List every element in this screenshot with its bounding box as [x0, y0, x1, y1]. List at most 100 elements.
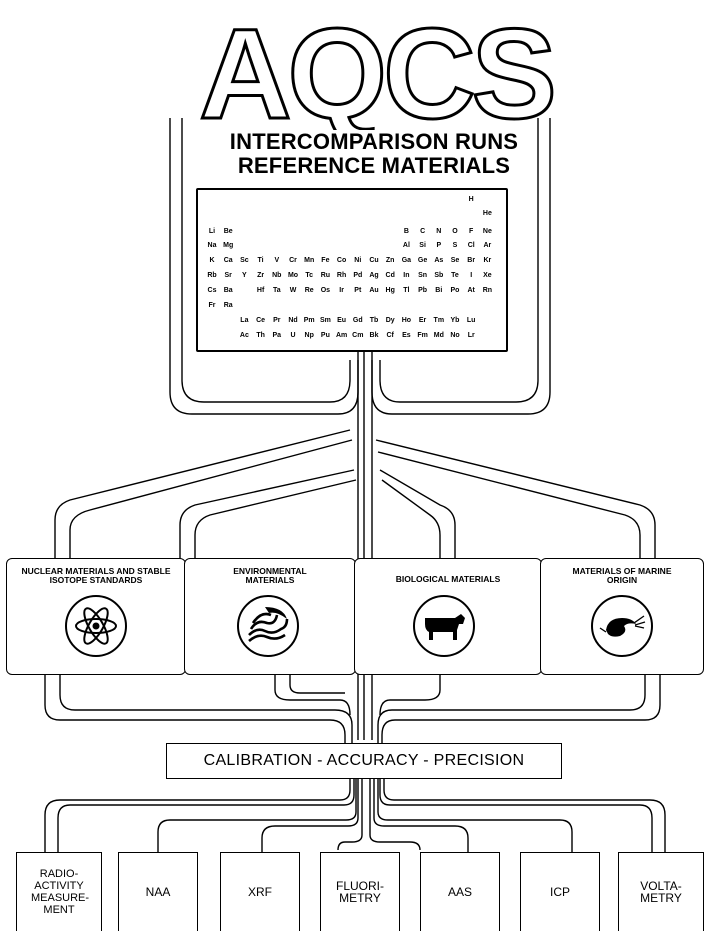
element-symbol: Hf	[256, 287, 265, 294]
element-symbol: Eu	[337, 317, 347, 324]
calibration-bar: CALIBRATION - ACCURACY - PRECISION	[166, 743, 562, 779]
method-naa: NAA	[118, 852, 198, 931]
element-symbol: He	[482, 210, 492, 217]
category-nuclear-label: NUCLEAR MATERIALS AND STABLE ISOTOPE STA…	[21, 566, 171, 585]
heading-line-1: INTERCOMPARISON RUNS	[229, 129, 519, 154]
element-symbol: Pu	[320, 332, 330, 339]
element-symbol: Ce	[256, 317, 266, 324]
element-symbol: N	[436, 228, 442, 235]
element-symbol: Ta	[272, 287, 281, 294]
element-symbol: Yb	[450, 317, 460, 324]
atom-icon	[65, 595, 127, 657]
element-symbol: Tb	[369, 317, 379, 324]
element-symbol: Li	[208, 228, 216, 235]
element-symbol: Dy	[385, 317, 395, 324]
category-biological: BIOLOGICAL MATERIALS	[354, 558, 542, 675]
method-radioactivity: RADIO-ACTIVITY MEASURE-MENT	[16, 852, 102, 931]
element-symbol: Md	[433, 332, 444, 339]
element-symbol: Bk	[369, 332, 379, 339]
element-symbol: W	[289, 287, 297, 294]
element-symbol: Fe	[321, 257, 330, 264]
element-symbol: La	[240, 317, 249, 324]
method-voltametry-label: VOLTA-METRY	[640, 879, 682, 905]
element-symbol: Si	[419, 242, 426, 249]
element-symbol: Mg	[223, 242, 234, 249]
element-symbol: Ga	[401, 257, 412, 264]
element-symbol: Ca	[223, 257, 233, 264]
cow-icon	[413, 595, 475, 657]
aqcs-logo-graphic: AQCS	[198, 2, 559, 148]
element-symbol: Fr	[208, 302, 216, 309]
element-symbol: Os	[320, 287, 331, 294]
element-symbol: Cf	[386, 332, 394, 339]
element-symbol: Ra	[223, 302, 233, 309]
element-symbol: Gd	[352, 317, 363, 324]
element-symbol: Er	[418, 317, 427, 324]
page-heading: INTERCOMPARISON RUNS REFERENCE MATERIALS	[196, 130, 552, 178]
element-symbol: Br	[467, 257, 476, 264]
method-xrf-label: XRF	[248, 885, 272, 899]
element-symbol: Cm	[352, 332, 364, 339]
element-symbol: Nb	[272, 272, 282, 279]
element-symbol: P	[436, 242, 442, 249]
method-icp: ICP	[520, 852, 600, 931]
element-symbol: Co	[336, 257, 347, 264]
element-symbol: C	[420, 228, 426, 235]
element-symbol: Se	[450, 257, 460, 264]
category-marine: MATERIALS OF MARINE ORIGIN	[540, 558, 704, 675]
element-symbol: K	[209, 257, 215, 264]
method-radioactivity-label: RADIO-ACTIVITY MEASURE-MENT	[31, 868, 90, 916]
element-symbol: In	[403, 272, 410, 279]
element-symbol: Sb	[434, 272, 444, 279]
element-symbol: Am	[335, 332, 348, 339]
element-symbol: Ba	[223, 287, 233, 294]
element-symbol: Fm	[417, 332, 428, 339]
method-voltametry: VOLTA-METRY	[618, 852, 704, 931]
element-symbol: Re	[304, 287, 314, 294]
element-symbol: Rb	[207, 272, 217, 279]
element-symbol: Bi	[435, 287, 443, 294]
element-symbol: H	[468, 196, 474, 203]
method-aas-label: AAS	[447, 885, 472, 899]
method-aas: AAS	[420, 852, 500, 931]
shrimp-icon	[591, 595, 653, 657]
element-symbol: Al	[402, 242, 410, 249]
element-symbol: Cl	[467, 242, 475, 249]
element-symbol: Ni	[354, 257, 362, 264]
element-symbol: As	[434, 257, 444, 264]
category-environmental-label: ENVIRONMENTAL MATERIALS	[233, 566, 307, 585]
element-symbol: Zn	[385, 257, 395, 264]
element-symbol: Rh	[336, 272, 347, 279]
element-symbol: Ne	[482, 228, 492, 235]
element-symbol: Cd	[385, 272, 395, 279]
element-symbol: Na	[207, 242, 217, 249]
element-symbol: Mo	[287, 272, 299, 279]
element-symbol: Cr	[289, 257, 297, 264]
method-fluorimetry: FLUORI-METRY	[320, 852, 400, 931]
method-xrf: XRF	[220, 852, 300, 931]
element-symbol: Ar	[483, 242, 492, 249]
element-symbol: Cu	[369, 257, 379, 264]
element-symbol: No	[450, 332, 460, 339]
category-nuclear: NUCLEAR MATERIALS AND STABLE ISOTOPE STA…	[6, 558, 186, 675]
element-symbol: O	[452, 228, 458, 235]
element-symbol: Sr	[224, 272, 232, 279]
category-biological-label: BIOLOGICAL MATERIALS	[395, 574, 501, 584]
waves-icon	[237, 595, 299, 657]
element-symbol: Sc	[240, 257, 249, 264]
element-symbol: Au	[369, 287, 379, 294]
method-naa-label: NAA	[145, 885, 171, 899]
element-symbol: Te	[451, 272, 459, 279]
aqcs-logo: AQCS	[196, 2, 559, 148]
aqcs-logo-text: AQCS	[199, 10, 553, 130]
method-icp-label: ICP	[549, 885, 570, 899]
element-symbol: B	[403, 228, 409, 235]
element-symbol: Rn	[482, 287, 493, 294]
element-symbol: Tm	[433, 317, 445, 324]
element-symbol: Th	[256, 332, 265, 339]
element-symbol: Pb	[418, 287, 428, 294]
category-environmental: ENVIRONMENTAL MATERIALS	[184, 558, 356, 675]
element-symbol: Cs	[207, 287, 217, 294]
element-symbol: Zr	[257, 272, 265, 279]
